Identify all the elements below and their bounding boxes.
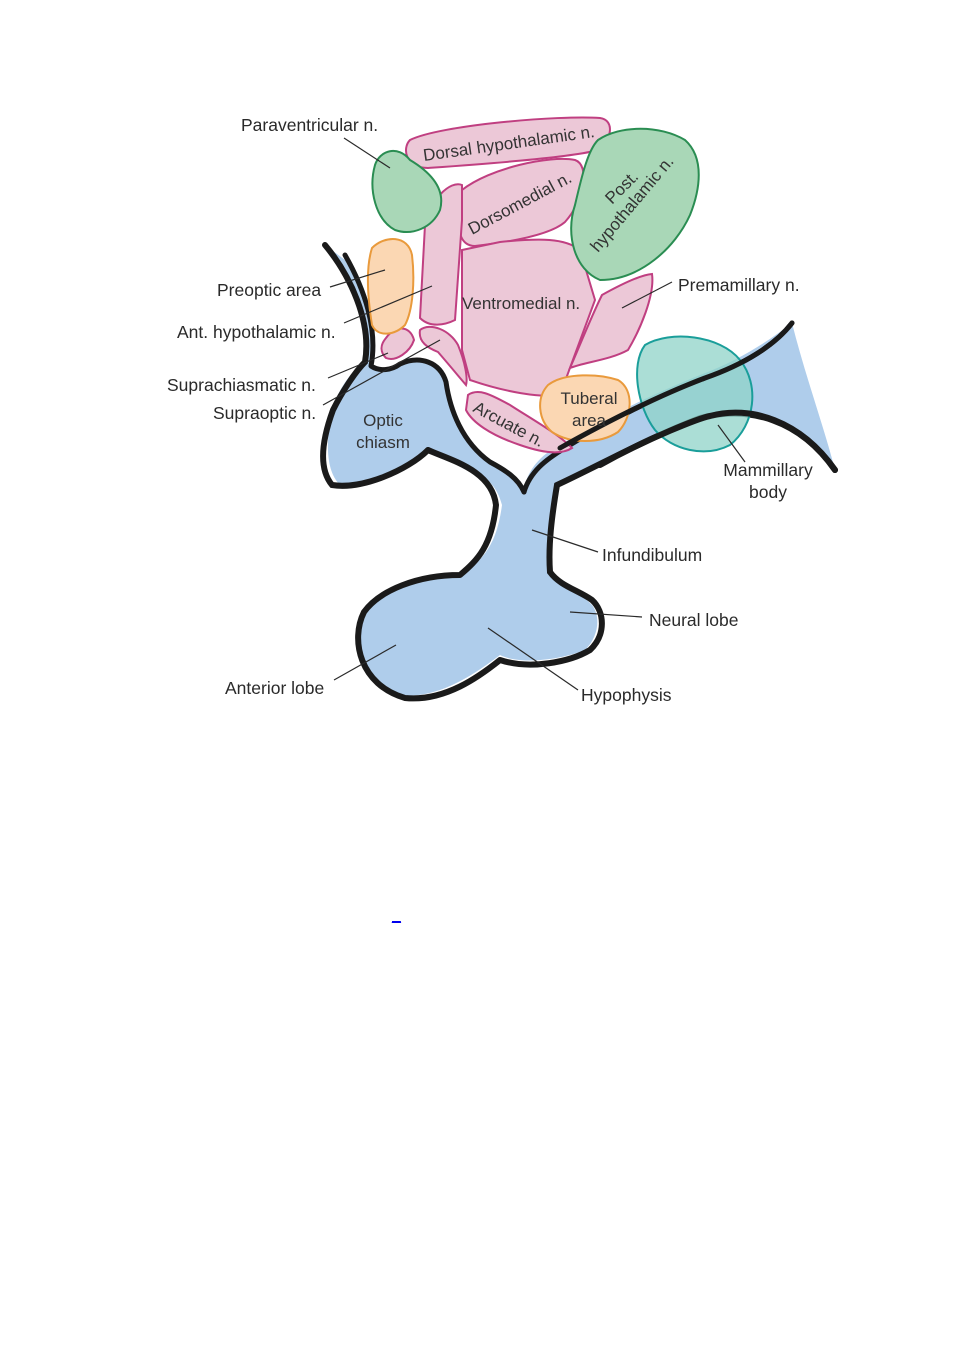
stalk-outline-left: [355, 447, 605, 702]
region-optic-line1: Optic: [363, 411, 403, 430]
pink-nuclei: [380, 116, 654, 454]
label-premamillary: Premamillary n.: [678, 275, 800, 295]
label-suprachiasmatic: Suprachiasmatic n.: [167, 375, 316, 395]
supraoptic-nucleus: [418, 325, 468, 388]
leader-lines: [322, 137, 746, 691]
premamillary-nucleus: [568, 272, 654, 370]
mammillary-body: [636, 335, 754, 453]
label-supraoptic: Supraoptic n.: [213, 403, 316, 423]
paraventricular-nucleus: [371, 150, 443, 233]
pituitary-body: [325, 245, 835, 696]
footnote-link[interactable]: _: [392, 907, 401, 924]
lower-outline-overlay: [597, 409, 838, 473]
dorsomedial-nucleus: [456, 157, 585, 248]
label-paraventricular: Paraventricular n.: [241, 115, 378, 135]
label-preoptic-area: Preoptic area: [217, 280, 321, 300]
label-mammillary-line2: body: [749, 482, 787, 502]
region-ventromedial: Ventromedial n.: [462, 294, 580, 313]
upper-outline-left: [342, 252, 527, 495]
tuberal-area: [539, 374, 631, 442]
upper-outline-overlay: [557, 320, 795, 451]
region-optic-line2: chiasm: [356, 433, 410, 452]
post-hypothalamic-nucleus: [570, 127, 700, 282]
label-ant-hypothalamic: Ant. hypothalamic n.: [177, 322, 336, 342]
region-tuberal-line2: area: [572, 411, 607, 430]
label-anterior-lobe: Anterior lobe: [225, 678, 324, 698]
label-infundibulum: Infundibulum: [602, 545, 702, 565]
label-hypophysis: Hypophysis: [581, 685, 672, 705]
label-neural-lobe: Neural lobe: [649, 610, 739, 630]
lower-outline: [320, 242, 431, 489]
preoptic-area: [366, 238, 415, 335]
label-mammillary-line1: Mammillary: [723, 460, 813, 480]
ventromedial-nucleus: [461, 238, 597, 397]
arcuate-nucleus: [464, 391, 574, 454]
region-tuberal-line1: Tuberal: [560, 389, 617, 408]
